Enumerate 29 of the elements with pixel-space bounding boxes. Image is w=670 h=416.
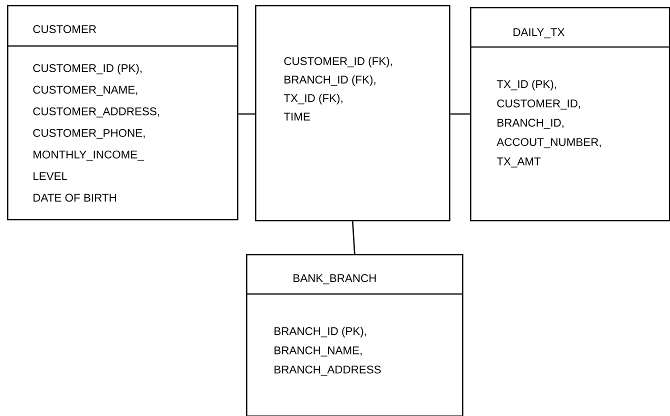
column-name: ACCOUT_NUMBER, xyxy=(496,138,601,148)
table-name: CUSTOMER xyxy=(33,25,96,34)
table-name: DAILY_TX xyxy=(514,28,564,38)
column-name: CUSTOMER_ID, xyxy=(497,99,580,110)
table-box xyxy=(7,5,238,220)
connector-line xyxy=(238,113,255,115)
column-name: DATE OF BIRTH xyxy=(34,194,116,202)
column-name: TIME xyxy=(284,112,310,120)
column-name: BRANCH_ID (FK), xyxy=(284,75,376,86)
column-name: BRANCH_NAME, xyxy=(274,346,362,356)
connector-line xyxy=(450,113,470,115)
column-name: BRANCH_ADDRESS xyxy=(274,366,381,376)
connector-line xyxy=(352,221,356,254)
column-name: BRANCH_ID, xyxy=(498,118,564,129)
column-name: CUSTOMER_NAME, xyxy=(33,86,138,96)
column-name: TX_ID (PK), xyxy=(496,80,556,90)
column-name: TX_ID (FK), xyxy=(284,94,342,104)
table-box xyxy=(246,254,464,416)
table-box xyxy=(470,7,670,222)
column-name: CUSTOMER_ID (PK), xyxy=(33,64,142,74)
column-name: CUSTOMER_PHONE, xyxy=(33,128,145,140)
column-name: TX_AMT xyxy=(496,158,541,168)
table-name: BANK_BRANCH xyxy=(294,274,376,284)
table-box xyxy=(255,5,450,222)
column-name: LEVEL xyxy=(34,172,68,180)
column-name: CUSTOMER_ADDRESS, xyxy=(33,107,159,118)
column-name: MONTHLY_INCOME_ xyxy=(34,150,144,161)
column-name: CUSTOMER_ID (FK), xyxy=(284,56,392,68)
column-name: BRANCH_ID (PK), xyxy=(274,326,366,338)
